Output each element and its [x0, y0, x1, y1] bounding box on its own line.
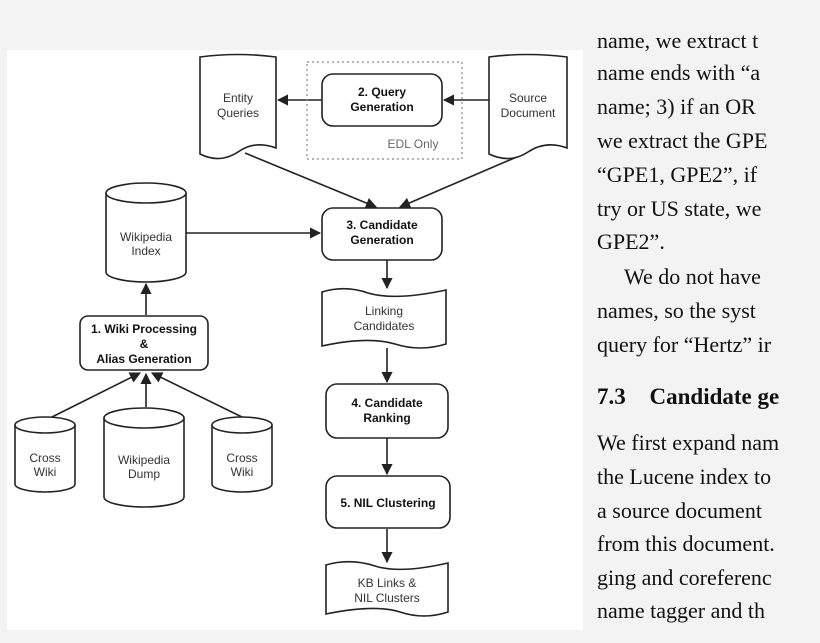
cross-wiki-left-node: Cross Wiki [14, 416, 76, 493]
text-line: name; 3) if an OR [597, 94, 756, 119]
wiki-processing-node: 1. Wiki Processing & Alias Generation [79, 315, 209, 371]
text-line: from this document. [597, 531, 775, 556]
text-line: We do not have [624, 264, 761, 289]
query-generation-node: 2. Query Generation [321, 73, 443, 127]
kb-links-line2: NIL Clusters [354, 591, 420, 605]
text-line: query for “Hertz” ir [597, 332, 772, 357]
text-line: try or US state, we [597, 196, 762, 221]
cross-wiki-left-line2: Wiki [34, 465, 57, 479]
text-line: name ends with “a [597, 60, 761, 85]
text-line: GPE2”. [597, 229, 665, 254]
text-line: name, we extract t [597, 28, 759, 53]
wikipedia-index-line2: Index [131, 244, 160, 258]
text-line: the Lucene index to [597, 464, 772, 489]
wiki-processing-line1: 1. Wiki Processing [91, 322, 197, 336]
entity-queries-node: Entity Queries [199, 53, 277, 160]
linking-candidates-line1: Linking [365, 304, 403, 318]
text-line: We first expand nam [597, 430, 780, 455]
section-heading: 7.3 Candidate ge [597, 384, 779, 410]
candidate-ranking-line2: Ranking [363, 411, 410, 425]
kb-links-node: KB Links & NIL Clusters [325, 560, 449, 617]
cross-wiki-left-line1: Cross [29, 451, 60, 465]
wikipedia-index-node: Wikipedia Index [105, 182, 187, 283]
arrow-crosswiki-left-to-wikiproc [49, 372, 142, 419]
candidate-ranking-node: 4. Candidate Ranking [325, 383, 449, 439]
query-generation-line2: Generation [350, 100, 413, 114]
text-line: ging and coreferenc [597, 565, 772, 590]
cross-wiki-right-line1: Cross [226, 451, 257, 465]
cross-wiki-right-node: Cross Wiki [211, 416, 273, 493]
source-document-node: Source Document [488, 53, 568, 160]
wikipedia-dump-line2: Dump [128, 467, 160, 481]
candidate-generation-line1: 3. Candidate [346, 218, 418, 232]
candidate-generation-line2: Generation [350, 233, 413, 247]
section-title: Candidate ge [649, 384, 780, 409]
linking-candidates-node: Linking Candidates [321, 287, 447, 349]
wikipedia-index-line1: Wikipedia [120, 230, 172, 244]
entity-queries-line1: Entity [223, 91, 253, 105]
wiki-processing-line2: & [140, 337, 149, 351]
text-line: names, so the syst [597, 298, 756, 323]
nil-clustering-label: 5. NIL Clustering [340, 496, 435, 510]
source-document-line2: Document [501, 106, 556, 120]
body-text-column: name, we extract t name ends with “a nam… [597, 0, 820, 643]
text-line: name tagger and th [597, 598, 765, 623]
text-line: we extract the GPE [597, 128, 768, 153]
linking-candidates-line2: Candidates [354, 319, 415, 333]
kb-links-line1: KB Links & [358, 576, 417, 590]
section-number: 7.3 [597, 384, 626, 409]
pipeline-diagram: EDL Only Entity Queries 2. Query Generat… [14, 53, 568, 617]
candidate-generation-node: 3. Candidate Generation [321, 207, 443, 261]
cross-wiki-right-line2: Wiki [231, 465, 254, 479]
arrow-crosswiki-right-to-wikiproc [150, 372, 245, 419]
edl-only-label: EDL Only [388, 137, 439, 151]
wiki-processing-line3: Alias Generation [96, 352, 191, 366]
text-line: “GPE1, GPE2”, if [597, 162, 758, 187]
wikipedia-dump-node: Wikipedia Dump [103, 407, 185, 508]
entity-queries-line2: Queries [217, 106, 259, 120]
edl-only-region [306, 61, 463, 160]
nil-clustering-node: 5. NIL Clustering [325, 475, 451, 529]
query-generation-line1: 2. Query [358, 85, 406, 99]
candidate-ranking-line1: 4. Candidate [351, 396, 423, 410]
wikipedia-dump-line1: Wikipedia [118, 453, 170, 467]
text-line: a source document [597, 498, 762, 523]
arrow-entity-to-candgen [244, 152, 378, 209]
source-document-line1: Source [509, 91, 547, 105]
arrow-source-to-candgen [398, 152, 527, 209]
